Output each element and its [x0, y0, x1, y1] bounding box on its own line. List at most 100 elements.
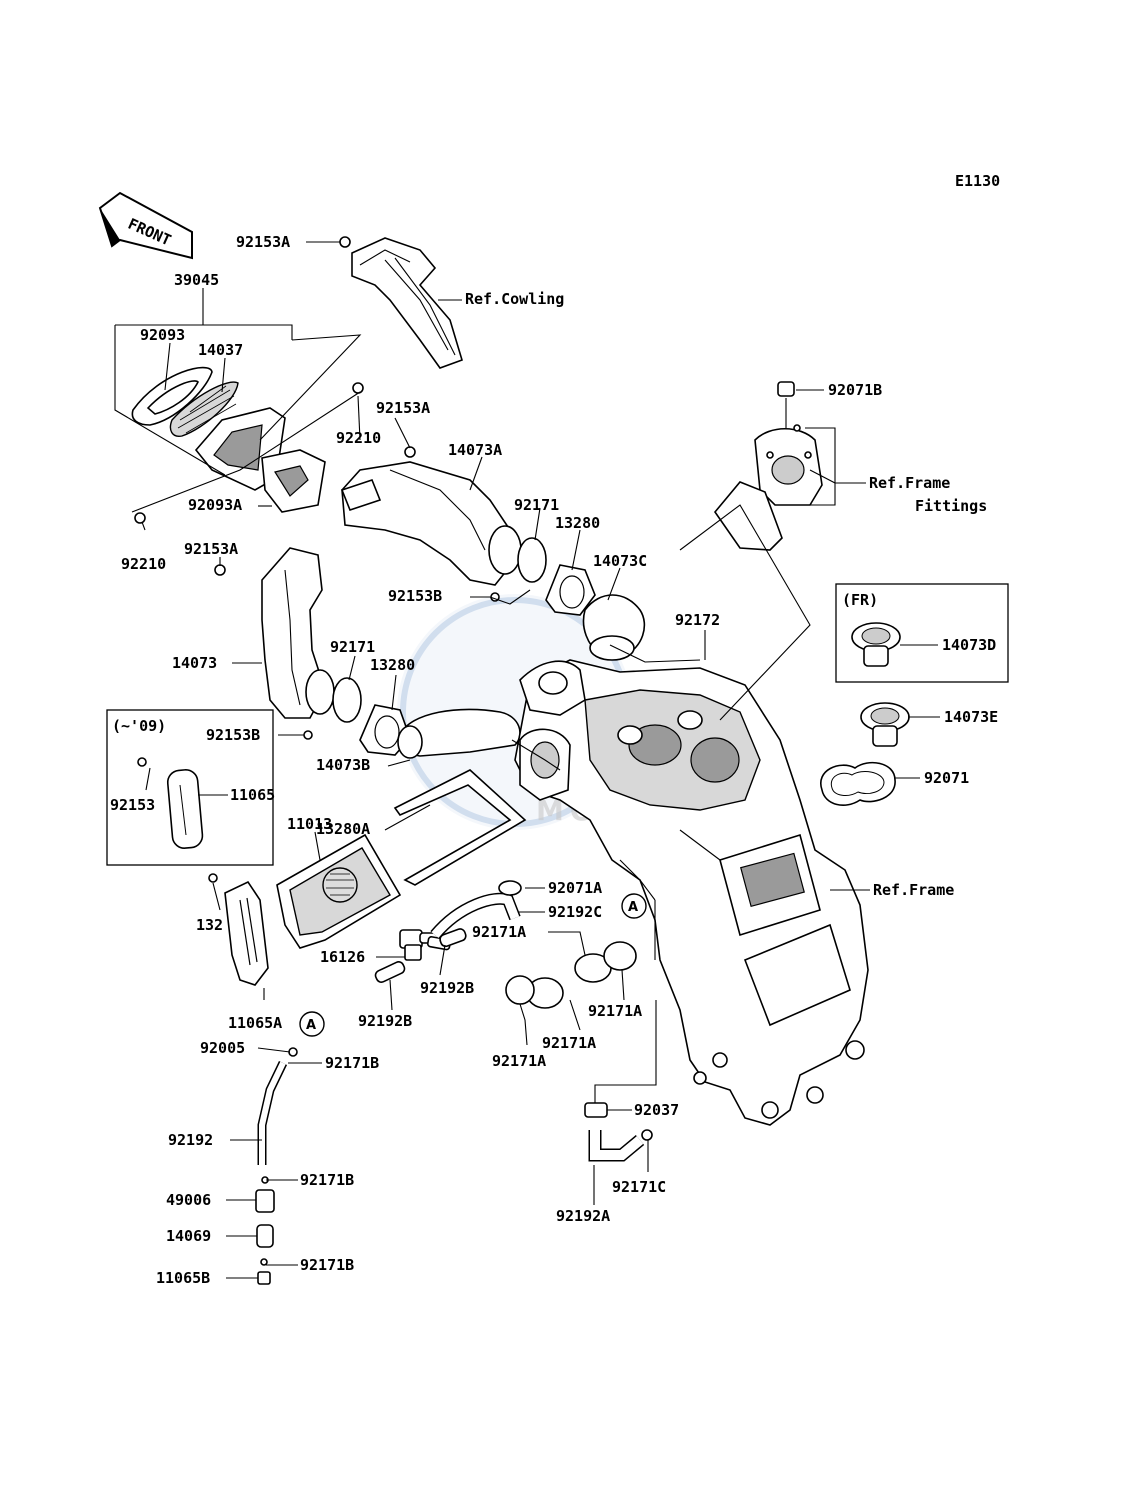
label-ref-frame: Ref.Frame	[873, 881, 954, 899]
air-duct-14073	[261, 547, 335, 719]
label-92171-a: 92171	[514, 496, 559, 514]
label-11065b: 11065B	[156, 1269, 210, 1287]
bolt-92153b-lower	[303, 730, 313, 740]
label-14073a: 14073A	[448, 441, 502, 459]
part-labels: 92153A Ref.Cowling 39045 92093 14037 921…	[110, 233, 998, 1287]
clip-92210-top	[352, 382, 364, 394]
label-14073d: 14073D	[942, 636, 996, 654]
clamp-92171-lower	[332, 677, 362, 723]
label-16126: 16126	[320, 948, 365, 966]
hose-92192b-a	[439, 928, 467, 948]
front-arrow-icon: FRONT	[98, 191, 193, 260]
year-variant-title: (~'09)	[112, 717, 166, 735]
label-92192b-b: 92192B	[358, 1012, 412, 1030]
label-39045: 39045	[174, 271, 219, 289]
label-14073b: 14073B	[316, 756, 370, 774]
label-92071a: 92071A	[548, 879, 602, 897]
plug-92037	[584, 1102, 608, 1118]
hose-92192c	[430, 892, 521, 939]
clip-92210-bottom	[134, 512, 146, 524]
label-92192: 92192	[168, 1131, 213, 1149]
label-ref-cowling: Ref.Cowling	[465, 290, 564, 308]
intake-cover-92093	[131, 366, 213, 426]
label-92005: 92005	[200, 1039, 245, 1057]
label-92153a-mid: 92153A	[376, 399, 430, 417]
label-11013: 11013	[287, 815, 332, 833]
label-49006: 49006	[166, 1191, 211, 1209]
label-92210-a: 92210	[336, 429, 381, 447]
ref-circle-a-frame: A	[621, 893, 647, 919]
label-14073c: 14073C	[593, 552, 647, 570]
drain-hose-set	[255, 1047, 298, 1285]
label-92171c: 92171C	[612, 1178, 666, 1196]
label-14073e: 14073E	[944, 708, 998, 726]
hose-92192a	[588, 1130, 645, 1162]
label-13280-a: 13280	[555, 514, 600, 532]
ref-circle-a-frame-letter: A	[628, 900, 638, 915]
label-11065: 11065	[230, 786, 275, 804]
ref-circle-a-drain-letter: A	[306, 1018, 316, 1033]
bolt-92153a-left	[214, 564, 226, 576]
funnel-14073d	[851, 622, 901, 667]
label-92037: 92037	[634, 1101, 679, 1119]
duct-inlet-92093a-housing	[194, 407, 326, 513]
elbow-14073c	[582, 594, 646, 661]
label-92210-b: 92210	[121, 555, 166, 573]
label-92171b-c: 92171B	[300, 1256, 354, 1274]
air-duct-14073a	[340, 461, 522, 586]
label-11065a: 11065A	[228, 1014, 282, 1032]
cover-11065a	[224, 880, 269, 986]
screw-132	[208, 873, 218, 883]
label-92071: 92071	[924, 769, 969, 787]
label-92171a-a: 92171A	[472, 923, 526, 941]
hose-92192b-b	[374, 961, 406, 983]
main-frame	[514, 659, 869, 1126]
label-92171-b: 92171	[330, 638, 375, 656]
grommet-92071a	[498, 880, 522, 896]
label-13280a: 13280A	[316, 820, 370, 838]
fr-variant-title: (FR)	[842, 591, 878, 609]
gasket-13280a	[393, 769, 527, 886]
bolt-92153a-top	[339, 236, 351, 248]
label-ref-frame-fittings-2: Fittings	[915, 497, 987, 515]
label-ref-frame-fittings-1: Ref.Frame	[869, 474, 950, 492]
cover-11065	[166, 769, 204, 849]
funnel-14073e	[860, 702, 910, 747]
label-92171a-b: 92171A	[588, 1002, 642, 1020]
mesh-14037	[169, 381, 239, 437]
frame-fitting-shield	[713, 481, 783, 551]
label-92172: 92172	[675, 611, 720, 629]
label-92153b-b: 92153B	[206, 726, 260, 744]
label-92192b-a: 92192B	[420, 979, 474, 997]
year-variant-box	[106, 709, 274, 866]
label-92153a-left: 92153A	[184, 540, 238, 558]
cowling-bracket	[351, 237, 463, 369]
label-92093a: 92093A	[188, 496, 242, 514]
label-92171a-c: 92171A	[542, 1034, 596, 1052]
label-92153: 92153	[110, 796, 155, 814]
elbow-14073b	[397, 708, 521, 759]
label-92171a-d: 92171A	[492, 1052, 546, 1070]
label-14073: 14073	[172, 654, 217, 672]
label-13280-b: 13280	[370, 656, 415, 674]
fr-variant-box	[835, 583, 1009, 683]
label-92071b: 92071B	[828, 381, 882, 399]
label-92153b-a: 92153B	[388, 587, 442, 605]
seal-92071	[820, 761, 896, 806]
screw-92153	[137, 757, 147, 767]
label-14037: 14037	[198, 341, 243, 359]
clamp-92171-upper	[517, 537, 547, 583]
frame-fitting-bracket	[754, 424, 823, 506]
label-92153a-top: 92153A	[236, 233, 290, 251]
ref-circle-a-drain: A	[299, 1011, 325, 1037]
label-92093: 92093	[140, 326, 185, 344]
label-92171b-b: 92171B	[300, 1171, 354, 1189]
leader-lines	[114, 241, 940, 1279]
label-92171b-a: 92171B	[325, 1054, 379, 1072]
label-92192a: 92192A	[556, 1207, 610, 1225]
clip-92171c	[641, 1129, 653, 1141]
element-11013	[276, 833, 402, 949]
bolt-92153a-mid	[404, 446, 416, 458]
grommet-92071b	[777, 381, 795, 397]
